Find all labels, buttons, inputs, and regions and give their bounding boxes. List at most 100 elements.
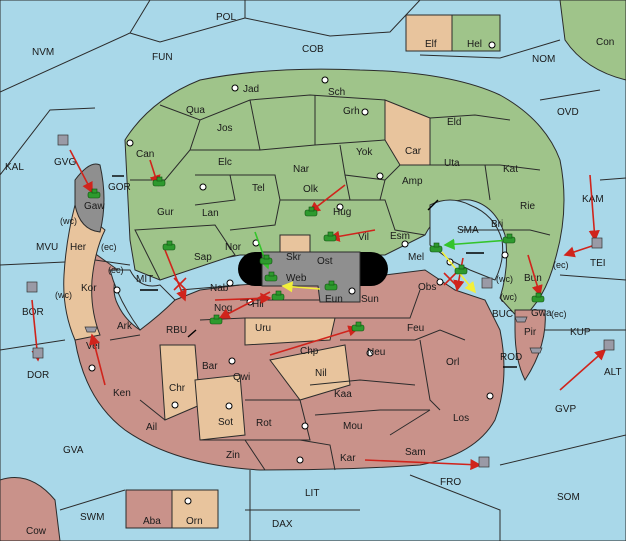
fleet-unit xyxy=(84,326,98,333)
label-Hel: Hel xyxy=(467,39,482,50)
label-RBU: RBU xyxy=(166,325,187,336)
label-SOM: SOM xyxy=(557,492,580,503)
label-Web: Web xyxy=(286,273,307,284)
army-unit xyxy=(351,321,365,332)
army-unit xyxy=(323,231,337,242)
label-Ark: Ark xyxy=(117,321,133,332)
label-Ken: Ken xyxy=(113,388,131,399)
inner-sea-rbu xyxy=(109,269,176,331)
label-Aba: Aba xyxy=(143,516,161,527)
label-GOR: GOR xyxy=(108,182,131,193)
fleet-units[interactable] xyxy=(26,134,615,468)
army-unit xyxy=(152,176,166,187)
label-Lan: Lan xyxy=(202,208,219,219)
label-Rot: Rot xyxy=(256,418,272,429)
fleet-unit xyxy=(603,339,615,351)
label-Sch: Sch xyxy=(328,87,345,98)
army-units[interactable] xyxy=(87,176,545,332)
label-MIT: MIT xyxy=(136,274,153,285)
inner-sea-sma xyxy=(429,199,504,281)
label-SMA: SMA xyxy=(457,225,479,236)
label-Eun: Eun xyxy=(325,294,343,305)
label-Amp: Amp xyxy=(402,176,423,187)
army-unit xyxy=(531,292,545,303)
label-LIT: LIT xyxy=(305,488,319,499)
label-Pir: Pir xyxy=(524,327,537,338)
label-Grh: Grh xyxy=(343,106,360,117)
coast-wc-2: (wc) xyxy=(55,290,72,300)
label-Olk: Olk xyxy=(303,184,319,195)
label-Elf: Elf xyxy=(425,39,437,50)
fleet-unit xyxy=(591,237,603,249)
supply-centers xyxy=(88,41,509,505)
label-Sap: Sap xyxy=(194,252,212,263)
label-Sot: Sot xyxy=(218,417,233,428)
label-GVG: GVG xyxy=(54,157,76,168)
fleet-unit xyxy=(514,316,528,323)
label-Obs: Obs xyxy=(418,282,436,293)
label-Yok: Yok xyxy=(356,147,373,158)
label-Nog: Nog xyxy=(214,303,232,314)
label-Hil: Hil xyxy=(252,299,264,310)
label-Jad: Jad xyxy=(243,84,259,95)
label-Skr: Skr xyxy=(286,252,302,263)
label-Esm: Esm xyxy=(390,231,410,242)
label-TEI: TEI xyxy=(590,258,606,269)
region-sot xyxy=(194,374,246,441)
label-Con: Con xyxy=(596,37,614,48)
fleet-unit xyxy=(481,277,493,289)
label-Cow: Cow xyxy=(26,526,47,537)
label-Sun: Sun xyxy=(361,294,379,305)
coast-ec-1: (ec) xyxy=(101,242,117,252)
label-Qwi: Qwi xyxy=(233,372,250,383)
label-Vil: Vil xyxy=(358,232,369,243)
label-Mel: Mel xyxy=(408,252,424,263)
island-cow xyxy=(0,477,61,541)
map-labels: POL NVM FUN COB NOM OVD Con KAL GVG GOR … xyxy=(5,12,622,537)
label-Bun: Bun xyxy=(524,273,542,284)
legend-elf xyxy=(405,14,453,52)
failure-marks xyxy=(173,272,457,291)
coast-ec-4: (ec) xyxy=(553,260,569,270)
coast-wc-4: (wc) xyxy=(500,292,517,302)
coast-wc-1: (wc) xyxy=(60,216,77,226)
label-Car: Car xyxy=(405,146,422,157)
label-KAM: KAM xyxy=(582,194,604,205)
label-SWM: SWM xyxy=(80,512,104,523)
label-Mou: Mou xyxy=(343,421,362,432)
region-uru xyxy=(244,317,336,346)
fleet-unit xyxy=(57,134,69,146)
army-unit xyxy=(324,280,338,291)
label-DAX: DAX xyxy=(272,519,293,530)
region-pir xyxy=(514,309,546,382)
label-DOR: DOR xyxy=(27,370,49,381)
coast-ec-2: (ec) xyxy=(108,265,124,275)
fleet-unit xyxy=(26,281,38,293)
label-Chp: Chp xyxy=(300,346,319,357)
label-NVM: NVM xyxy=(32,47,54,58)
label-MVU: MVU xyxy=(36,242,58,253)
army-unit xyxy=(429,242,443,253)
army-unit xyxy=(209,314,223,325)
label-Her: Her xyxy=(70,242,87,253)
label-Eld: Eld xyxy=(447,117,461,128)
fleet-unit xyxy=(478,456,490,468)
label-Kaa: Kaa xyxy=(334,389,352,400)
label-BUC: BUC xyxy=(492,309,513,320)
label-Gwa: Gwa xyxy=(531,308,552,319)
label-Can: Can xyxy=(136,149,154,160)
label-Nor: Nor xyxy=(225,242,242,253)
label-OVD: OVD xyxy=(557,107,579,118)
label-POL: POL xyxy=(216,12,236,23)
order-arrows-red xyxy=(31,149,607,471)
army-unit xyxy=(502,233,516,244)
fleet-unit xyxy=(529,347,543,354)
army-unit xyxy=(87,188,101,199)
region-car xyxy=(384,99,431,166)
label-Bri: Bri xyxy=(491,219,503,230)
label-ALT: ALT xyxy=(604,367,622,378)
connectors xyxy=(112,175,517,368)
label-Gur: Gur xyxy=(157,207,174,218)
